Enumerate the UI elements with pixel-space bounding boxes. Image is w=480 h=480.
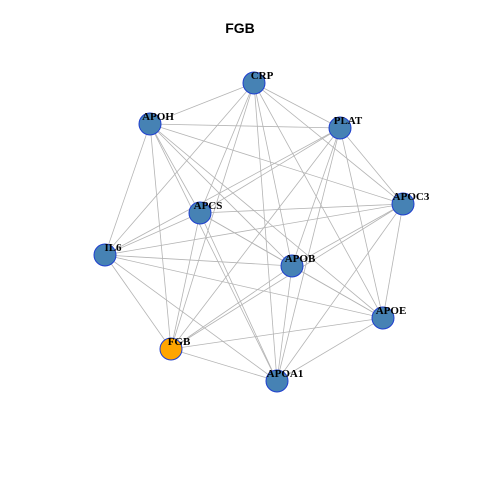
node-apob[interactable]: APOB	[280, 253, 316, 278]
node-circle[interactable]	[188, 201, 212, 225]
edge-crp-fgb	[170, 82, 255, 350]
node-fgb[interactable]: FGB	[159, 336, 191, 361]
node-apoc3[interactable]: APOC3	[391, 191, 430, 216]
edge-crp-apoa1	[253, 82, 278, 382]
edge-il6-apoe	[104, 254, 384, 319]
edge-il6-apoa1	[104, 254, 278, 382]
node-label: PLAT	[334, 115, 363, 127]
node-apcs[interactable]: APCS	[188, 200, 223, 225]
node-circle[interactable]	[371, 306, 395, 330]
edge-apoh-il6	[104, 123, 151, 256]
node-apoe[interactable]: APOE	[371, 305, 407, 330]
node-circle[interactable]	[93, 243, 117, 267]
node-circle[interactable]	[242, 71, 266, 95]
edge-crp-apoh	[149, 82, 255, 125]
edge-apob-apoe	[291, 265, 384, 319]
node-label: APOE	[376, 305, 407, 317]
node-label: IL6	[104, 242, 122, 254]
edge-apcs-fgb	[170, 212, 201, 350]
edge-plat-fgb	[170, 127, 341, 350]
node-label: APCS	[194, 200, 223, 212]
edge-il6-fgb	[104, 254, 172, 350]
edge-apoc3-apob	[291, 203, 404, 267]
edge-crp-apob	[253, 82, 293, 267]
edge-apcs-apoa1	[199, 212, 278, 382]
node-apoh[interactable]: APOH	[138, 111, 174, 136]
edge-apoc3-fgb	[170, 203, 404, 350]
node-label: CRP	[251, 70, 274, 82]
node-il6[interactable]: IL6	[93, 242, 122, 267]
edge-plat-apob	[291, 127, 341, 267]
node-label: APOC3	[393, 191, 430, 203]
edge-crp-apoe	[253, 82, 384, 319]
edge-apoh-apcs	[149, 123, 201, 214]
edge-apoh-apoc3	[149, 123, 404, 205]
node-circle[interactable]	[391, 192, 415, 216]
node-label: APOB	[285, 253, 316, 265]
edge-plat-apoe	[339, 127, 384, 319]
node-circle[interactable]	[265, 369, 289, 393]
edge-plat-il6	[104, 127, 341, 256]
edge-apoe-apoa1	[276, 317, 384, 382]
node-plat[interactable]: PLAT	[328, 115, 363, 140]
edge-apoh-apoe	[149, 123, 384, 319]
edge-il6-apob	[104, 254, 293, 267]
node-apoa1[interactable]: APOA1	[265, 368, 304, 393]
edge-apoh-apob	[149, 123, 293, 267]
edge-crp-il6	[104, 82, 255, 256]
node-label: APOA1	[267, 368, 304, 380]
edge-apoc3-apoe	[382, 203, 404, 319]
node-crp[interactable]: CRP	[242, 70, 274, 95]
edge-plat-apoa1	[276, 127, 341, 382]
node-circle[interactable]	[159, 337, 183, 361]
edge-apoc3-apcs	[199, 203, 404, 214]
edge-apoh-plat	[149, 123, 341, 129]
node-label: APOH	[142, 111, 174, 123]
edge-apoc3-il6	[104, 203, 404, 256]
edge-fgb-apoa1	[170, 348, 278, 382]
chart-title: FGB	[225, 20, 255, 36]
edge-apoe-fgb	[170, 317, 384, 350]
node-circle[interactable]	[280, 254, 304, 278]
edge-apob-fgb	[170, 265, 293, 350]
edge-apob-apoa1	[276, 265, 293, 382]
edge-plat-apoc3	[339, 127, 404, 205]
edge-crp-plat	[253, 82, 341, 129]
edge-apcs-il6	[104, 212, 201, 256]
edge-layer	[104, 82, 404, 382]
node-circle[interactable]	[328, 116, 352, 140]
edge-apoh-apoa1	[149, 123, 278, 382]
edge-plat-apcs	[199, 127, 341, 214]
edge-apoh-fgb	[149, 123, 172, 350]
edge-apoc3-apoa1	[276, 203, 404, 382]
node-label: FGB	[168, 336, 191, 348]
node-circle[interactable]	[138, 112, 162, 136]
